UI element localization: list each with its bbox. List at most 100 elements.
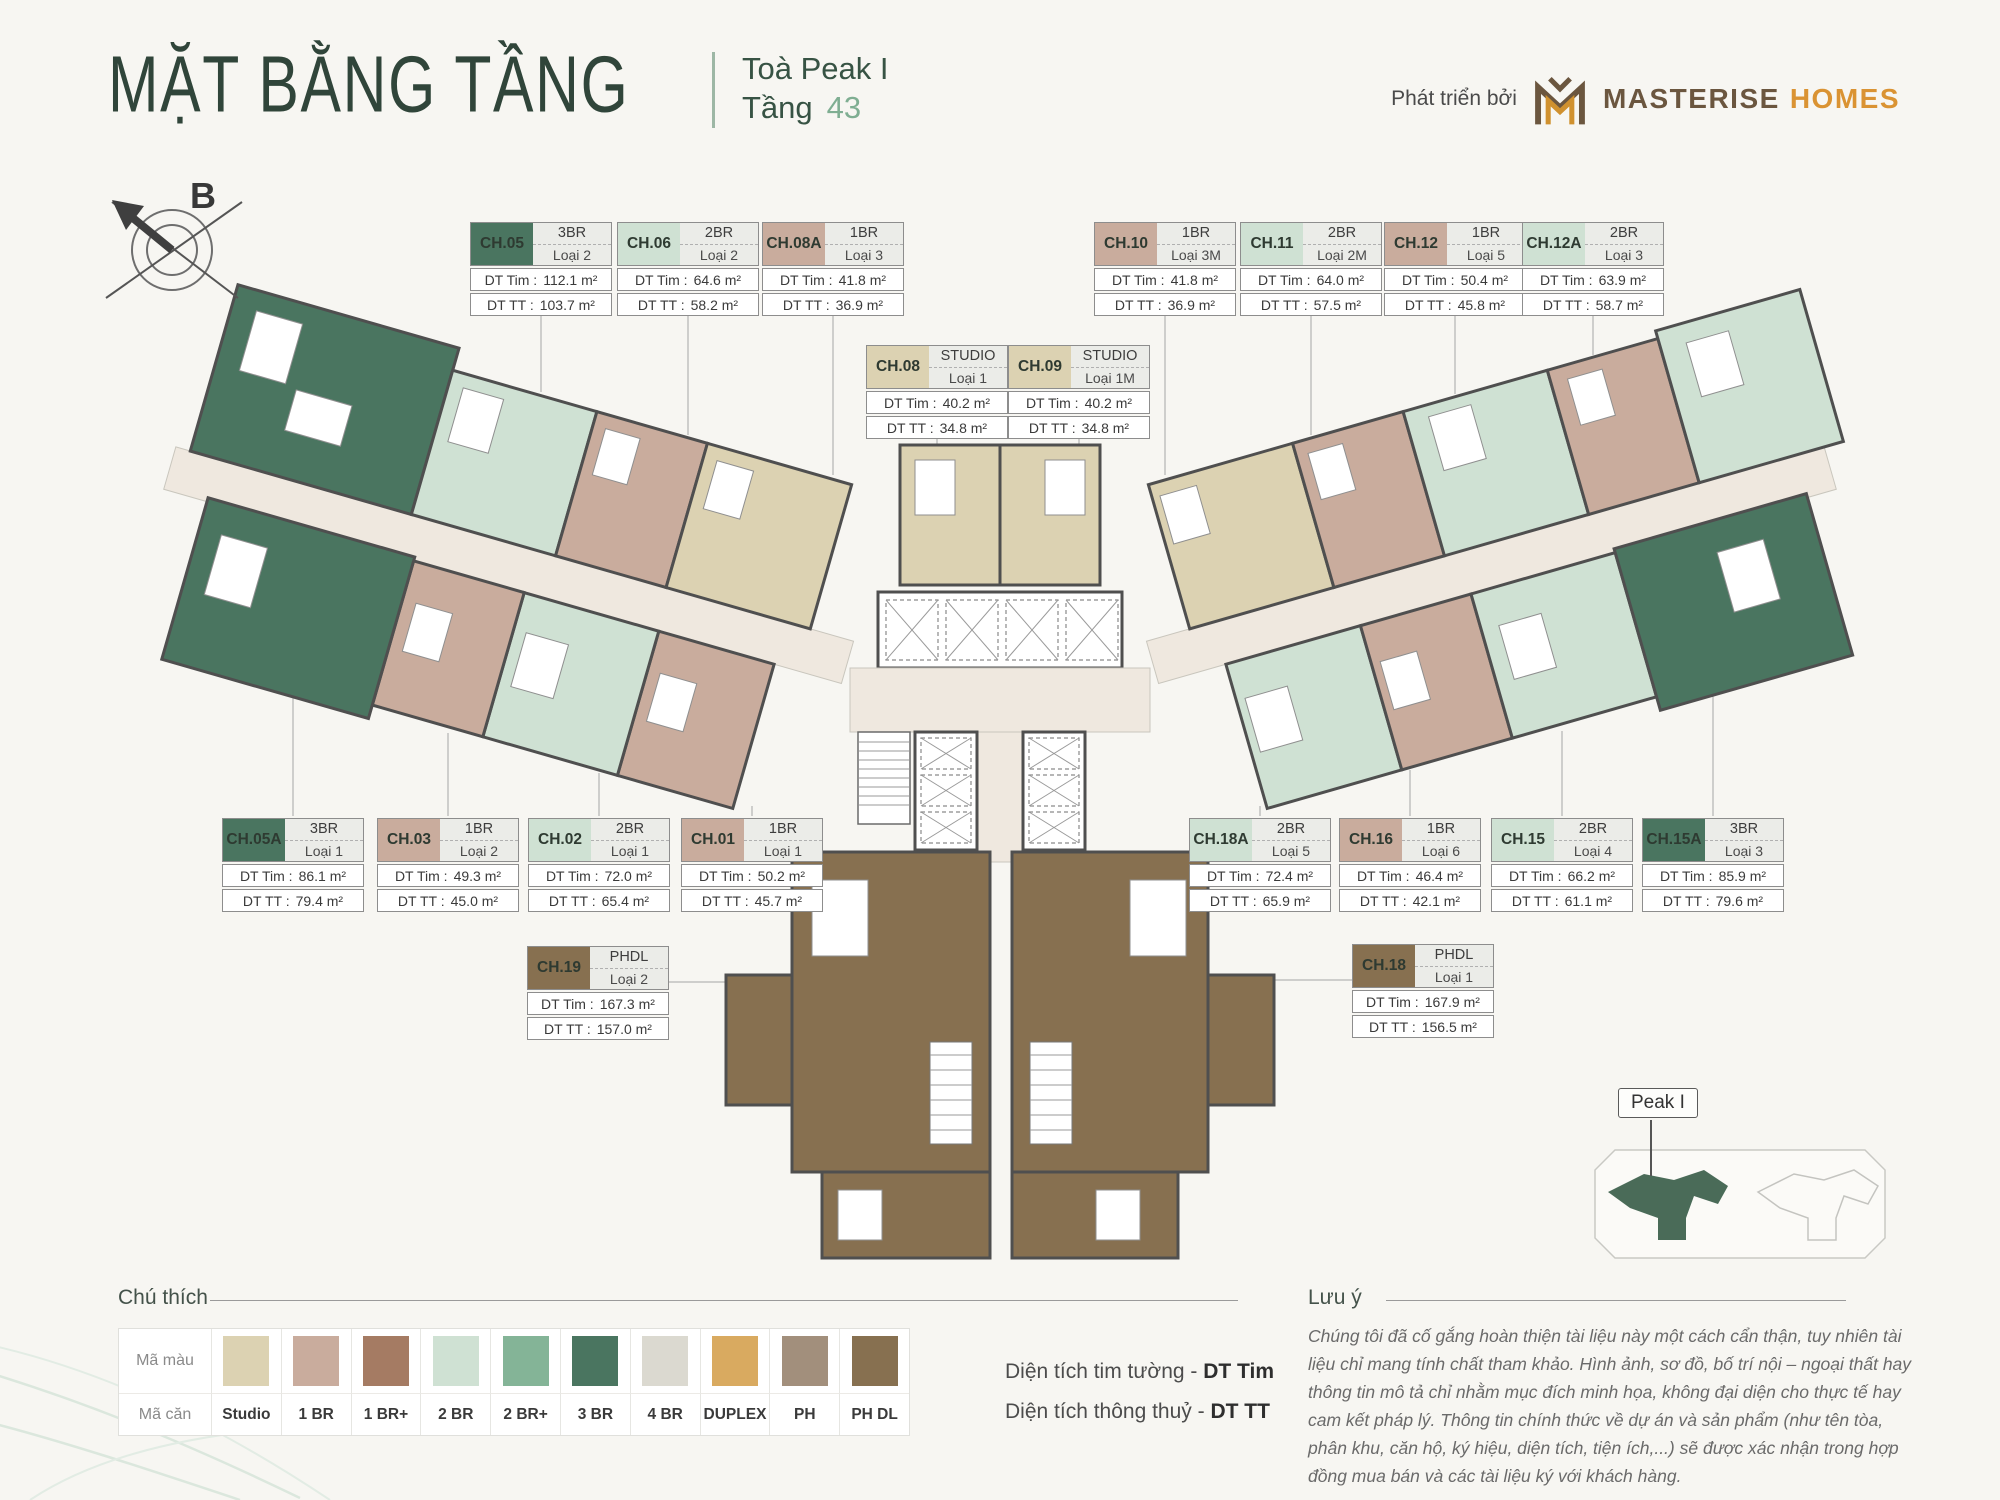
unit-type: 1BR — [744, 819, 822, 841]
unit-code: CH.12A — [1523, 223, 1585, 265]
page-title: MẶT BẰNG TẦNG — [108, 39, 630, 129]
unit-area-tim: DT Tim :167.3 m² — [527, 992, 669, 1015]
legend-category-label: DUPLEX — [703, 1405, 767, 1423]
legend-category-label: 1 BR+ — [363, 1405, 409, 1423]
legend-color-swatch — [362, 1336, 409, 1386]
unit-area-tt: DT TT :57.5 m² — [1240, 293, 1382, 316]
unit-type: 2BR — [1554, 819, 1632, 841]
unit-code: CH.12 — [1385, 223, 1447, 265]
unit-area-tim: DT Tim :86.1 m² — [222, 864, 364, 887]
legend-color-swatch — [572, 1336, 619, 1386]
unit-type: PHDL — [1415, 945, 1493, 967]
unit-type: 1BR — [1157, 223, 1235, 245]
legend-swatch-2 BR — [420, 1329, 490, 1393]
unit-variant: Loại 2 — [459, 842, 499, 859]
unit-area-tim: DT Tim :66.2 m² — [1491, 864, 1633, 887]
unit-variant: Loại 5 — [1466, 246, 1506, 263]
unit-area-tim: DT Tim :46.4 m² — [1339, 864, 1481, 887]
unit-area-tt: DT TT :45.7 m² — [681, 889, 823, 912]
legend-swatch-1 BR — [280, 1329, 351, 1393]
unit-area-tt: DT TT :79.4 m² — [222, 889, 364, 912]
legend-category-label: Studio — [222, 1405, 271, 1423]
minimap-graphic — [1594, 1149, 1886, 1259]
unit-code: CH.02 — [529, 819, 591, 861]
unit-area-tt: DT TT :58.2 m² — [617, 293, 759, 316]
unit-area-tim: DT Tim :63.9 m² — [1522, 268, 1664, 291]
note-title-rule — [1386, 1300, 1846, 1301]
unit-area-tt: DT TT :36.9 m² — [762, 293, 904, 316]
unit-variant: Loại 4 — [1573, 842, 1613, 859]
unit-variant: Loại 1 — [1434, 968, 1474, 985]
floor-number: 43 — [826, 89, 862, 125]
legend-label-2 BR: 2 BR — [420, 1393, 491, 1435]
plan-ext-right — [1206, 973, 1276, 1107]
unit-type: STUDIO — [929, 346, 1007, 368]
unit-area-tt: DT TT :58.7 m² — [1522, 293, 1664, 316]
unit-type: PHDL — [590, 947, 668, 969]
unit-area-tim: DT Tim :64.0 m² — [1240, 268, 1382, 291]
unit-area-tim: DT Tim :49.3 m² — [377, 864, 519, 887]
area-def-tt: Diện tích thông thuỷ - DT TT — [1005, 1399, 1270, 1423]
unit-variant: Loại 2 — [699, 246, 739, 263]
unit-code: CH.18A — [1190, 819, 1252, 861]
brand-primary: MASTERISE — [1602, 83, 1780, 114]
unit-code: CH.06 — [618, 223, 680, 265]
legend-label-DUPLEX: DUPLEX — [699, 1393, 770, 1435]
unit-area-tt: DT TT :103.7 m² — [470, 293, 612, 316]
unit-area-tim: DT Tim :72.4 m² — [1189, 864, 1331, 887]
unit-code: CH.15A — [1643, 819, 1705, 861]
unit-variant: Loại 1 — [610, 842, 650, 859]
unit-area-tt: DT TT :79.6 m² — [1642, 889, 1784, 912]
unit-variant: Loại 1M — [1085, 369, 1135, 386]
legend-color-swatch — [502, 1336, 549, 1386]
unit-area-tim: DT Tim :112.1 m² — [470, 268, 612, 291]
unit-variant: Loại 3 — [1724, 842, 1764, 859]
unit-variant: Loại 3 — [1604, 246, 1644, 263]
title-divider — [712, 52, 715, 128]
legend-category-label: PH — [794, 1405, 816, 1423]
left-wing-furniture — [203, 310, 755, 733]
unit-area-tt: DT TT :36.9 m² — [1094, 293, 1236, 316]
legend-swatch-PH DL — [839, 1329, 909, 1393]
unit-type: 2BR — [1252, 819, 1330, 841]
duplex-stairs-right — [1029, 1041, 1073, 1145]
elevator-bank-left — [913, 730, 979, 852]
unit-variant: Loại 1 — [948, 369, 988, 386]
legend-label-1 BR+: 1 BR+ — [350, 1393, 421, 1435]
plan-ext-left — [724, 973, 794, 1107]
unit-code: CH.16 — [1340, 819, 1402, 861]
legend-swatch-4 BR — [629, 1329, 700, 1393]
unit-type: 1BR — [440, 819, 518, 841]
legend-title-rule — [210, 1300, 1238, 1301]
brand-name: MASTERISE HOMES — [1603, 83, 1900, 115]
